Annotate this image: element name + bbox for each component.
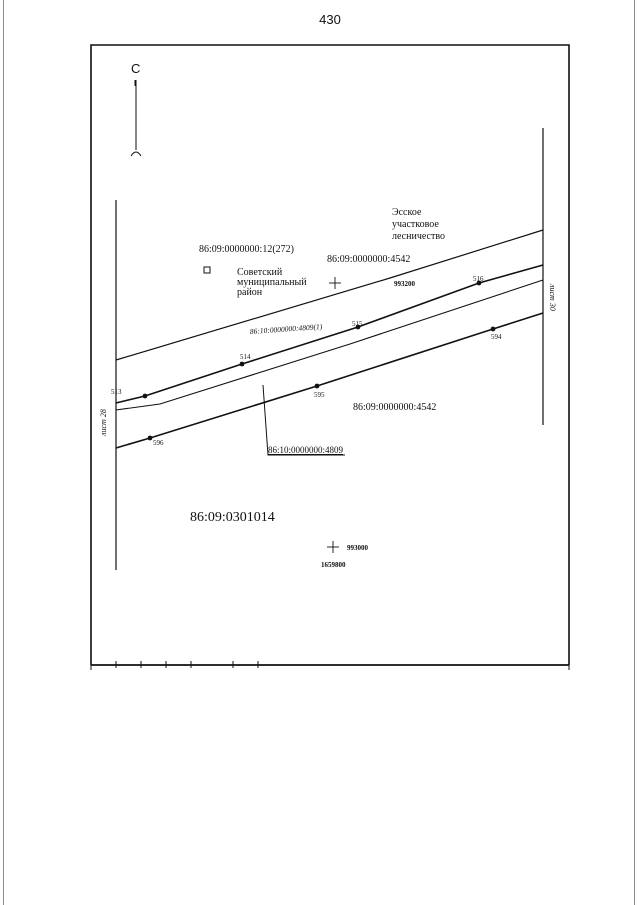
sheet-right-label: лист 30	[548, 283, 557, 311]
forestry-label-3: лесничество	[392, 231, 445, 242]
scan-edge-left	[3, 0, 4, 905]
point-label: 594	[491, 333, 502, 341]
forestry-label-2: участковое	[392, 219, 439, 230]
square-symbol-icon	[203, 266, 211, 274]
north-arrow-icon	[130, 80, 142, 157]
district-label-3: район	[237, 287, 263, 298]
point-marker-596	[147, 435, 153, 441]
leader-line	[262, 384, 345, 456]
boundary-upper	[115, 229, 544, 361]
map-frame	[90, 44, 570, 665]
sheet-left-label: лист 28	[99, 409, 108, 437]
parcel-4809-1-label: 86:10:0000000:4809(1)	[250, 322, 323, 336]
quarter-label: 86:09:0301014	[190, 510, 275, 525]
boundary-points	[142, 280, 496, 441]
scale-ticks	[90, 660, 570, 670]
point-label: 596	[153, 439, 164, 447]
grid-cross-icon	[327, 277, 341, 553]
parcel-4809-label: 86:10:0000000:4809	[268, 445, 344, 455]
point-marker-516	[476, 280, 482, 286]
grid-label-993200: 993200	[394, 280, 416, 288]
point-label: 513	[111, 388, 122, 396]
point-marker-514	[239, 361, 245, 367]
parcel-4542-top-label: 86:09:0000000:4542	[327, 254, 410, 265]
boundary-road-south	[115, 312, 544, 449]
point-marker-595	[314, 383, 320, 389]
boundary-road-centre	[115, 279, 544, 411]
point-marker-515	[355, 324, 361, 330]
grid-label-993000: 993000	[347, 544, 369, 552]
grid-label-1659800: 1659800	[321, 561, 346, 569]
district-label-1: Советский	[237, 267, 283, 278]
point-marker-513	[142, 393, 148, 399]
point-label: 595	[314, 391, 325, 399]
parcel-4542-bottom-label: 86:09:0000000:4542	[353, 402, 436, 413]
point-marker-594	[490, 326, 496, 332]
point-label: 514	[240, 353, 251, 361]
parcel-272-label: 86:09:0000000:12(272)	[199, 244, 294, 255]
district-label-2: муниципальный	[237, 277, 307, 288]
forestry-label-1: Эсское	[392, 207, 422, 218]
point-label: 516	[473, 275, 484, 283]
point-label: 515	[352, 320, 363, 328]
boundary-road-north	[115, 264, 544, 404]
point-labels: 513 514 515 516 594 595 596	[111, 275, 502, 447]
scan-edge-right	[634, 0, 635, 905]
north-label: С	[131, 61, 140, 76]
page-number: 430	[319, 12, 341, 27]
